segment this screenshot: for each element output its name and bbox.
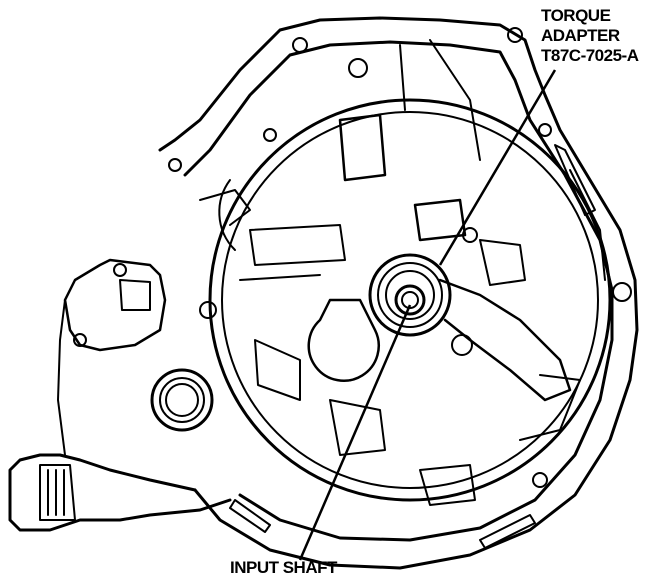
case-left-extension (8, 453, 232, 532)
torque-adapter-outer (368, 253, 452, 337)
torque-adapter-label-line-2: ADAPTER (541, 26, 620, 45)
bell-housing-circle (208, 98, 612, 502)
torque-adapter-label-line-1: TORQUE (541, 6, 611, 25)
housing-outer-outline (158, 16, 639, 570)
torque-adapter-label-line-3: T87C-7025-A (541, 46, 639, 65)
torque-adapter-leader (438, 69, 557, 266)
input-shaft-label: INPUT SHAFT (230, 558, 337, 577)
input-shaft-leader (298, 304, 412, 561)
torque-adapter-label: TORQUE ADAPTER T87C-7025-A (541, 6, 639, 66)
differential-seal (150, 368, 214, 432)
input-shaft-center (394, 284, 426, 316)
